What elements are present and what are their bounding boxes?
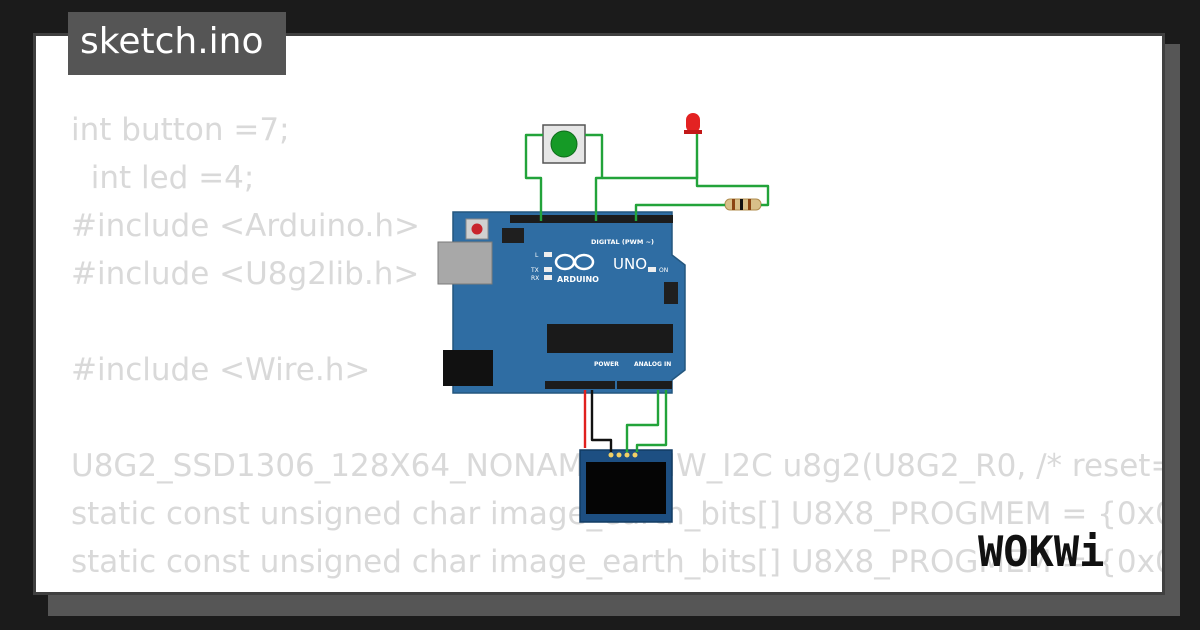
power-jack xyxy=(443,350,493,386)
pushbutton[interactable] xyxy=(542,124,586,164)
power-label: POWER xyxy=(594,361,619,368)
digital-header xyxy=(510,215,673,223)
board-model: UNO xyxy=(613,255,647,273)
code-line: static const unsigned char image_earth_b… xyxy=(71,544,1162,580)
atmega-chip xyxy=(547,324,673,353)
code-line: #include <Arduino.h> xyxy=(71,208,421,244)
oled-display[interactable] xyxy=(579,449,673,523)
arduino-uno-board[interactable]: DIGITAL (PWM ~) UNO ARDUINO TX RX L ON P… xyxy=(437,211,686,394)
board-brand: ARDUINO xyxy=(557,275,599,284)
code-line: #include <U8g2lib.h> xyxy=(71,256,420,292)
wokwi-logo: WOKWi xyxy=(975,520,1155,584)
code-line: int button =7; xyxy=(71,112,290,148)
file-title: sketch.ino xyxy=(80,21,264,62)
wires xyxy=(524,133,770,452)
wokwi-logo-text: WOKWi xyxy=(978,527,1104,576)
code-line: static const unsigned char image_earth_b… xyxy=(71,496,1162,532)
file-title-tab: sketch.ino xyxy=(68,12,286,75)
power-header xyxy=(545,381,615,389)
resistor[interactable] xyxy=(724,198,762,211)
code-line: int led =4; xyxy=(71,160,255,196)
l-label: L xyxy=(535,252,539,259)
red-led[interactable] xyxy=(684,113,702,134)
tx-label: TX xyxy=(530,267,539,274)
rx-label: RX xyxy=(531,275,539,282)
digital-label: DIGITAL (PWM ~) xyxy=(591,238,654,246)
arduino-infinity-icon xyxy=(554,253,595,271)
code-preview: int button =7; int led =4; #include <Ard… xyxy=(71,106,1162,586)
usb-port xyxy=(437,241,493,285)
analog-header xyxy=(617,381,672,389)
analog-label: ANALOG IN xyxy=(634,361,671,368)
on-label: ON xyxy=(659,267,668,274)
code-line: #include <Wire.h> xyxy=(71,352,371,388)
